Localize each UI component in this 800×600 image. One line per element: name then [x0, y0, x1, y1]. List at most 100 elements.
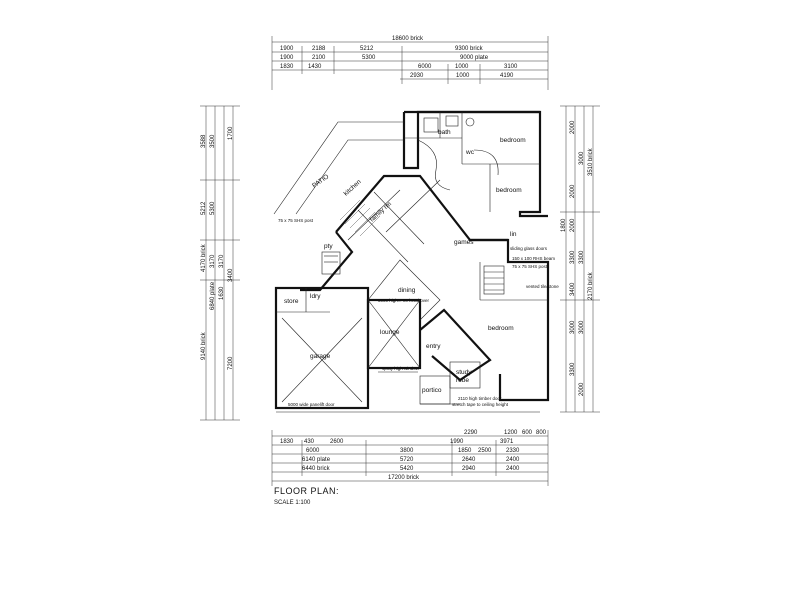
note-post: 75 x 75 SHS post — [278, 218, 314, 223]
dim-bottom: 3971 — [500, 439, 514, 445]
dim-bottom: 1850 — [458, 448, 472, 454]
dim-right: 3400 — [570, 282, 576, 296]
room-games: games — [454, 239, 474, 246]
dim-top: 1430 — [308, 64, 322, 70]
drawing-title: FLOOR PLAN: — [274, 486, 339, 496]
stair-hatch — [339, 199, 381, 237]
dim-left: 9140 brick — [201, 331, 207, 360]
right-dimensions: 2000 3000 2000 1800 2000 3300 3300 3400 … — [560, 105, 600, 413]
dim-right: 3300 — [570, 250, 576, 264]
dim-top: 4190 — [500, 73, 514, 79]
room-bedroom: bedroom — [488, 325, 514, 332]
dim-bottom: 430 — [304, 439, 315, 445]
dim-right: 2000 — [579, 382, 585, 396]
room-study: study — [456, 369, 472, 376]
dim-bottom: 2640 — [462, 457, 476, 463]
room-garage: garage — [310, 353, 331, 360]
dim-bottom: 2290 — [464, 430, 478, 436]
room-bath: bath — [438, 129, 451, 136]
dim-right: 3000 — [579, 151, 585, 165]
room-family: family rm — [369, 201, 393, 224]
top-dimensions: 18600 brick 1900 2188 5212 9300 brick 19… — [271, 36, 549, 90]
dim-right: 2000 — [570, 120, 576, 134]
room-robe: robe — [456, 377, 469, 384]
dim-right: 3300 — [579, 250, 585, 264]
room-lounge: lounge — [380, 329, 400, 336]
dim-top: 1830 — [280, 64, 294, 70]
dim-bottom: 2500 — [478, 448, 492, 454]
dim-top: 1900 — [280, 46, 294, 52]
dim-bottom: 5420 — [400, 466, 414, 472]
note-beam: 150 x 100 RHS beam — [512, 256, 555, 261]
dim-bottom: 1830 — [280, 439, 294, 445]
dim-top: 5300 — [362, 55, 376, 61]
dim-bottom: 800 — [536, 430, 547, 436]
drawing-notes: 5000 wide panelift door 3000 high... no … — [278, 218, 559, 407]
dim-top: 2930 — [410, 73, 424, 79]
dim-left: 4170 brick — [201, 243, 207, 272]
dim-left: 1700 — [228, 126, 234, 140]
dim-left: 3588 — [201, 134, 207, 148]
walls — [273, 110, 550, 413]
room-wc: wc — [465, 149, 475, 156]
room-portico: portico — [422, 387, 442, 394]
dim-bottom: 6000 — [306, 448, 320, 454]
dim-left: 3500 — [210, 134, 216, 148]
dim-right: 3510 brick — [588, 147, 594, 176]
dim-top: 9300 brick — [455, 46, 484, 52]
note-garage-door: 5000 wide panelift door — [288, 402, 335, 407]
dim-left: 5300 — [210, 201, 216, 215]
title-block: FLOOR PLAN: SCALE 1:100 — [274, 486, 339, 506]
dim-right: 3300 — [570, 362, 576, 376]
dim-top: 1000 — [455, 64, 469, 70]
left-dimensions: 3588 3500 1700 5212 5300 4170 brick 3170… — [200, 105, 240, 421]
dim-bottom: 2330 — [506, 448, 520, 454]
dim-left: 1630 — [219, 286, 225, 300]
note-screen: vented tile/stone — [526, 284, 559, 289]
room-bedroom: bedroom — [500, 137, 526, 144]
dim-bottom: 2940 — [462, 466, 476, 472]
dim-left: 6840 plate — [210, 281, 216, 310]
dim-top: 5212 — [360, 46, 374, 52]
dim-right: 3000 — [570, 320, 576, 334]
note-height: stretch tape to ceiling height — [452, 402, 509, 407]
dim-right: 2000 — [570, 184, 576, 198]
dim-bottom: 2400 — [506, 466, 520, 472]
dim-bottom: 3800 — [400, 448, 414, 454]
note-door: 3000 high... no head over — [378, 298, 430, 303]
room-kitchen: kitchen — [343, 178, 363, 197]
dim-top: 3100 — [504, 64, 518, 70]
room-dining: dining — [398, 287, 416, 294]
dim-bottom: 2400 — [506, 457, 520, 463]
room-laundry: ldry — [310, 293, 321, 300]
dim-bottom: 1990 — [450, 439, 464, 445]
dim-top: 1000 — [456, 73, 470, 79]
room-store: store — [284, 298, 299, 305]
dim-bottom: 600 — [522, 430, 533, 436]
room-entry: entry — [426, 343, 441, 350]
dim-left: 3170 — [210, 254, 216, 268]
room-pantry: pty — [324, 243, 333, 250]
dim-top: 1900 — [280, 55, 294, 61]
note-window: spray high window — [382, 366, 420, 371]
dim-top: 9000 plate — [460, 55, 489, 61]
note-glazing: sliding glass doors — [510, 246, 548, 251]
room-patio: PATIO — [311, 173, 330, 189]
room-bedroom: bedroom — [496, 187, 522, 194]
dim-top-total: 18600 brick — [392, 36, 424, 42]
dim-bottom: 6140 plate — [302, 457, 331, 463]
bottom-dimensions: 1200 600 800 2290 1830 430 2600 1990 397… — [271, 430, 549, 486]
dim-left: 3170 — [219, 254, 225, 268]
dim-top: 2188 — [312, 46, 326, 52]
dim-bottom: 1200 — [504, 430, 518, 436]
dim-bottom: 2600 — [330, 439, 344, 445]
dim-right: 3000 — [579, 320, 585, 334]
dim-bottom: 6440 brick — [302, 466, 331, 472]
dim-top: 6000 — [418, 64, 432, 70]
dim-bottom: 5720 — [400, 457, 414, 463]
dim-bottom-total: 17200 brick — [388, 475, 420, 481]
drawing-scale: SCALE 1:100 — [274, 500, 311, 506]
dim-left: 3400 — [228, 268, 234, 282]
dim-right: 2000 — [570, 218, 576, 232]
